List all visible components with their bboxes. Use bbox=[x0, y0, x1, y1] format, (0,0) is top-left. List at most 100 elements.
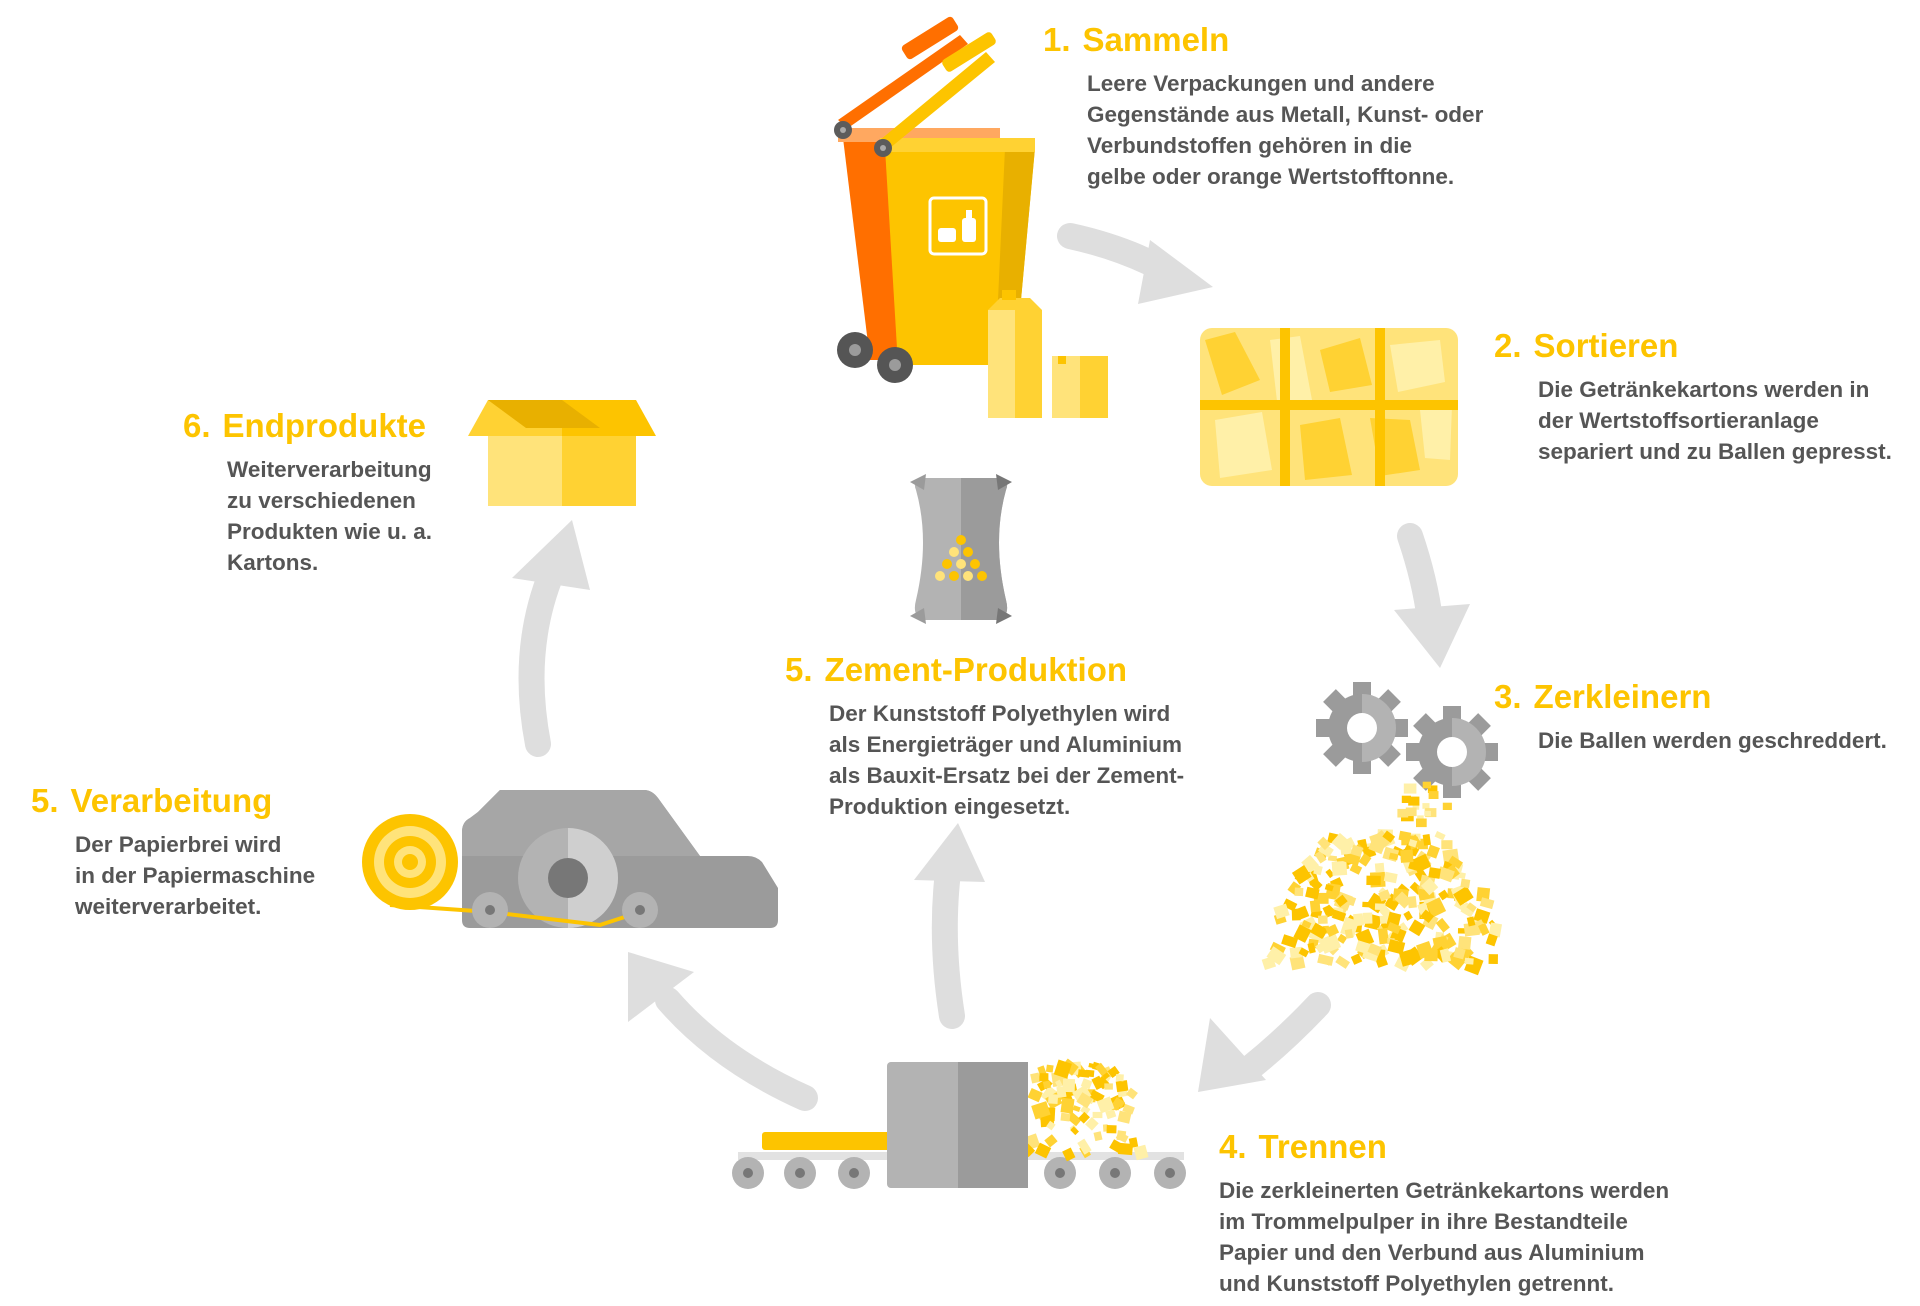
fragment-shape bbox=[1133, 1144, 1149, 1161]
fragment-shape bbox=[1092, 1111, 1103, 1119]
granule-dot bbox=[949, 571, 959, 581]
fragment-shape bbox=[1434, 831, 1446, 841]
fragment-shape bbox=[1422, 803, 1430, 809]
arrow-zerkleinern-to-trennen-icon bbox=[1198, 992, 1331, 1092]
description-line: Die Ballen werden geschreddert. bbox=[1538, 728, 1887, 753]
arrow-sammeln-to-sortieren-icon bbox=[1057, 223, 1213, 304]
step-description: Die zerkleinerten Getränkekartons werden… bbox=[1219, 1175, 1669, 1299]
fragment-shape bbox=[1106, 1125, 1117, 1134]
fragment-shape bbox=[1374, 862, 1385, 873]
fragment-shape bbox=[1398, 830, 1412, 842]
roller-hub-icon bbox=[1165, 1168, 1175, 1178]
fragment-shape bbox=[1044, 1134, 1058, 1148]
fragment-shape bbox=[1325, 868, 1335, 879]
step-title: 2.Sortieren bbox=[1494, 326, 1892, 366]
fragment-shape bbox=[1382, 830, 1396, 843]
fragment-shape bbox=[1417, 815, 1424, 821]
description-line: und Kunststoff Polyethylen getrennt. bbox=[1219, 1271, 1615, 1296]
description-line: Verbundstoffen gehören in die bbox=[1087, 133, 1413, 158]
fragment-shape bbox=[1388, 852, 1399, 861]
fragment-shape bbox=[1055, 1079, 1063, 1088]
step-number: 5. bbox=[785, 651, 813, 688]
fragment-shape bbox=[1298, 947, 1310, 958]
step-zerkleinern: 3.Zerkleinern Die Ballen werden geschred… bbox=[1494, 677, 1887, 756]
step-sammeln: 1.Sammeln Leere Verpackungen und andere … bbox=[1043, 20, 1483, 192]
fragment-shape bbox=[1266, 946, 1287, 966]
fragment-shape bbox=[1115, 1080, 1129, 1093]
step-number: 4. bbox=[1219, 1128, 1247, 1165]
fragment-shape bbox=[1056, 1086, 1067, 1098]
fragment-shape bbox=[1420, 877, 1439, 896]
fragment-shape bbox=[1464, 957, 1474, 965]
fragment-shape bbox=[1436, 866, 1455, 883]
fragment-shape bbox=[1386, 922, 1402, 935]
fragment-shape bbox=[1339, 842, 1353, 856]
fragment-shape bbox=[1027, 1088, 1043, 1103]
fragment-shape bbox=[1039, 1073, 1049, 1082]
step-title: 5.Verarbeitung bbox=[31, 781, 315, 821]
fragment-shape bbox=[1107, 1065, 1120, 1078]
step-title-text: Trennen bbox=[1258, 1128, 1387, 1165]
description-line: zu verschiedenen bbox=[227, 488, 416, 513]
fragment-shape bbox=[1281, 934, 1299, 949]
fragment-shape bbox=[1093, 1131, 1103, 1142]
roller-hub-icon bbox=[1055, 1168, 1065, 1178]
fragment-shape bbox=[1412, 804, 1420, 810]
pulper-conveyor-icon bbox=[732, 1058, 1186, 1189]
fragment-shape bbox=[1317, 915, 1328, 924]
paper-machine-icon bbox=[362, 790, 778, 928]
fragment-shape bbox=[1314, 850, 1327, 864]
step-description: Weiterverarbeitung zu verschiedenen Prod… bbox=[227, 454, 432, 578]
fragment-shape bbox=[1476, 887, 1491, 903]
step-title: 4. Trennen bbox=[1219, 1127, 1669, 1167]
fragment-shape bbox=[1331, 860, 1348, 876]
fragment-shape bbox=[1350, 844, 1364, 857]
fragment-shape bbox=[1310, 922, 1328, 940]
fragment-shape bbox=[1400, 849, 1414, 863]
step-description: Die Getränkekartons werden in der Wertst… bbox=[1538, 374, 1892, 467]
description-line: Kartons. bbox=[227, 550, 319, 575]
step-title: 6.Endprodukte bbox=[183, 406, 432, 446]
fragment-shape bbox=[1403, 783, 1417, 794]
fragment-shape bbox=[1369, 833, 1385, 852]
fragment-shape bbox=[1313, 864, 1323, 876]
description-line: als Energieträger und Aluminium bbox=[829, 732, 1182, 757]
fragment-shape bbox=[1293, 924, 1312, 943]
granule-dot bbox=[949, 547, 959, 557]
fragment-shape bbox=[1466, 902, 1477, 913]
granule-dot bbox=[956, 559, 966, 569]
fragment-shape bbox=[1398, 949, 1415, 967]
step-title: 1.Sammeln bbox=[1043, 20, 1483, 60]
fragment-shape bbox=[1362, 912, 1373, 924]
granule-dot bbox=[977, 571, 987, 581]
description-line: Produktion eingesetzt. bbox=[829, 794, 1071, 819]
fragment-shape bbox=[1353, 913, 1364, 927]
fragment-shape bbox=[1441, 840, 1453, 850]
fragment-shape bbox=[1432, 935, 1449, 952]
fragment-shape bbox=[1428, 867, 1441, 879]
fragment-shape bbox=[1287, 881, 1302, 896]
fragment-shape bbox=[1397, 808, 1409, 818]
fragment-shape bbox=[1479, 897, 1495, 910]
fragment-shape bbox=[1442, 802, 1452, 810]
fragment-shape bbox=[1045, 1064, 1054, 1073]
description-line: als Bauxit-Ersatz bei der Zement- bbox=[829, 763, 1185, 788]
fragment-shape bbox=[1488, 954, 1498, 965]
fragment-shape bbox=[1427, 785, 1438, 793]
fragment-shape bbox=[1085, 1117, 1099, 1131]
fragment-shape bbox=[1405, 807, 1417, 817]
granule-dot bbox=[956, 535, 966, 545]
fragment-shape bbox=[1294, 887, 1304, 897]
arrow-trennen-to-zement-icon bbox=[914, 823, 985, 1029]
fragment-shape bbox=[1070, 1126, 1079, 1136]
fragment-shape bbox=[1095, 1062, 1108, 1077]
fragment-shape bbox=[1424, 810, 1431, 817]
fragment-shape bbox=[1426, 844, 1440, 859]
step-description: Der Papierbrei wird in der Papiermaschin… bbox=[75, 829, 315, 922]
fragment-shape bbox=[1420, 909, 1435, 924]
fragment-shape bbox=[1422, 781, 1431, 789]
fragment-shape bbox=[1030, 1072, 1041, 1084]
fragment-shape bbox=[1088, 1062, 1097, 1069]
fragment-shape bbox=[1089, 1089, 1105, 1104]
